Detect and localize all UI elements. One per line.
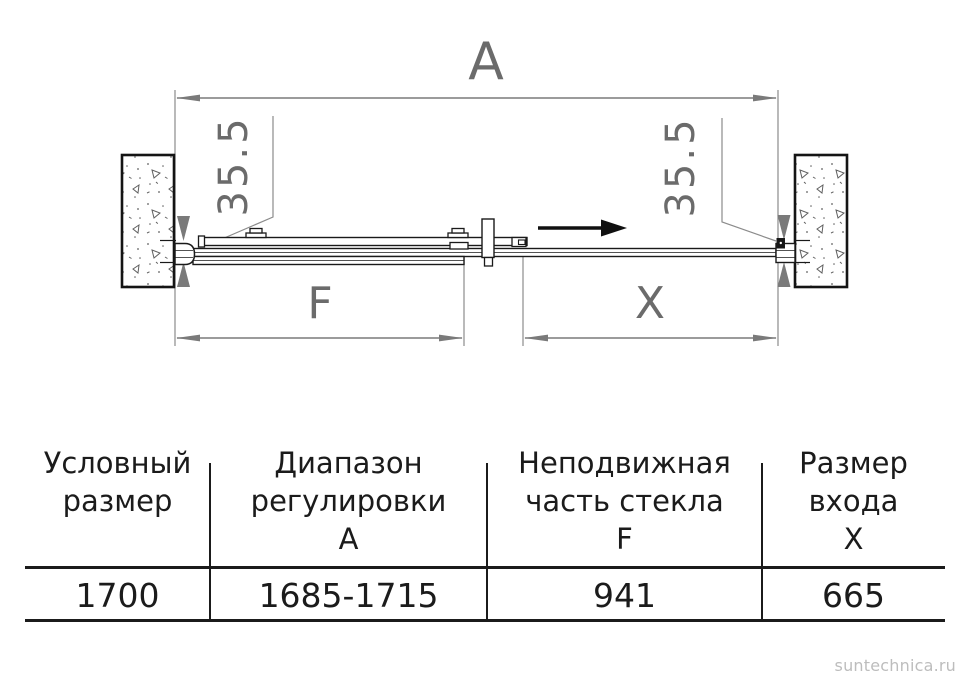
dimension-x: X xyxy=(524,278,777,342)
table-separator xyxy=(209,463,211,621)
offset-arrow-up-icon xyxy=(777,262,791,287)
column-header-line: часть стекла xyxy=(525,484,724,518)
wall-profile-left-label: 35.5 xyxy=(211,115,257,216)
dim-arrow-left-icon xyxy=(176,94,200,102)
table-column-nominal-size: Условный размер xyxy=(25,444,210,520)
dimension-wall-profile-right: 35.5 xyxy=(658,116,791,287)
table-value-nominal-size: 1700 xyxy=(75,576,160,615)
dim-arrow-left-icon xyxy=(176,334,200,342)
table-value-adjustment-range: 1685-1715 xyxy=(258,576,439,615)
column-header-line: регулировки xyxy=(250,484,447,518)
dim-arrow-right-icon xyxy=(753,94,777,102)
dim-x-label: X xyxy=(635,278,665,329)
dim-a-label: A xyxy=(468,32,504,92)
slide-direction-arrow-icon xyxy=(538,219,627,237)
watermark: suntechnica.ru xyxy=(834,656,956,675)
dimension-f: F xyxy=(176,278,463,342)
installation-diagram: A F X 35.5 35.5 xyxy=(120,32,849,346)
column-header-line: Неподвижная xyxy=(518,446,731,480)
table-bottom-rule xyxy=(25,619,945,622)
table-separator xyxy=(761,463,763,621)
column-header-line: F xyxy=(616,522,633,556)
wall-profile-right-label: 35.5 xyxy=(658,116,704,217)
table-column-entrance-size: Размер входа X xyxy=(762,444,945,558)
table-column-adjustment-range: Диапазон регулировки А xyxy=(210,444,487,558)
column-header-line: А xyxy=(338,522,359,556)
rail-end-cap xyxy=(511,236,527,248)
column-header-line: Диапазон xyxy=(274,446,423,480)
dim-arrow-right-icon xyxy=(753,334,777,342)
glass-clamp xyxy=(447,227,469,250)
column-header-line: входа xyxy=(808,484,899,518)
table-value-fixed-glass: 941 xyxy=(593,576,656,615)
leader-line xyxy=(221,116,274,240)
offset-arrow-down-icon xyxy=(777,215,791,240)
dim-f-label: F xyxy=(307,278,332,329)
column-header-line: размер xyxy=(62,484,173,518)
table-column-fixed-glass: Неподвижная часть стекла F xyxy=(487,444,762,558)
leader-line xyxy=(721,118,777,242)
wall-bracket-right xyxy=(775,238,796,264)
wall-bracket-left xyxy=(174,242,196,266)
table-separator xyxy=(486,463,488,621)
offset-arrow-down-icon xyxy=(177,216,190,241)
door-handle xyxy=(481,218,495,267)
wall-left xyxy=(120,153,176,289)
dimension-wall-profile-left: 35.5 xyxy=(177,115,274,287)
dimension-a: A xyxy=(176,32,777,102)
wall-right xyxy=(793,153,849,289)
column-header-line: Условный xyxy=(43,446,192,480)
table-header-rule xyxy=(25,566,945,569)
offset-arrow-up-icon xyxy=(177,262,190,287)
column-header-line: Размер xyxy=(799,446,908,480)
glass-assembly xyxy=(160,218,810,267)
glass-clamp xyxy=(245,227,267,239)
column-header-line: X xyxy=(843,522,864,556)
dim-arrow-left-icon xyxy=(524,334,548,342)
dim-arrow-right-icon xyxy=(439,334,463,342)
table-value-entrance-size: 665 xyxy=(822,576,885,615)
